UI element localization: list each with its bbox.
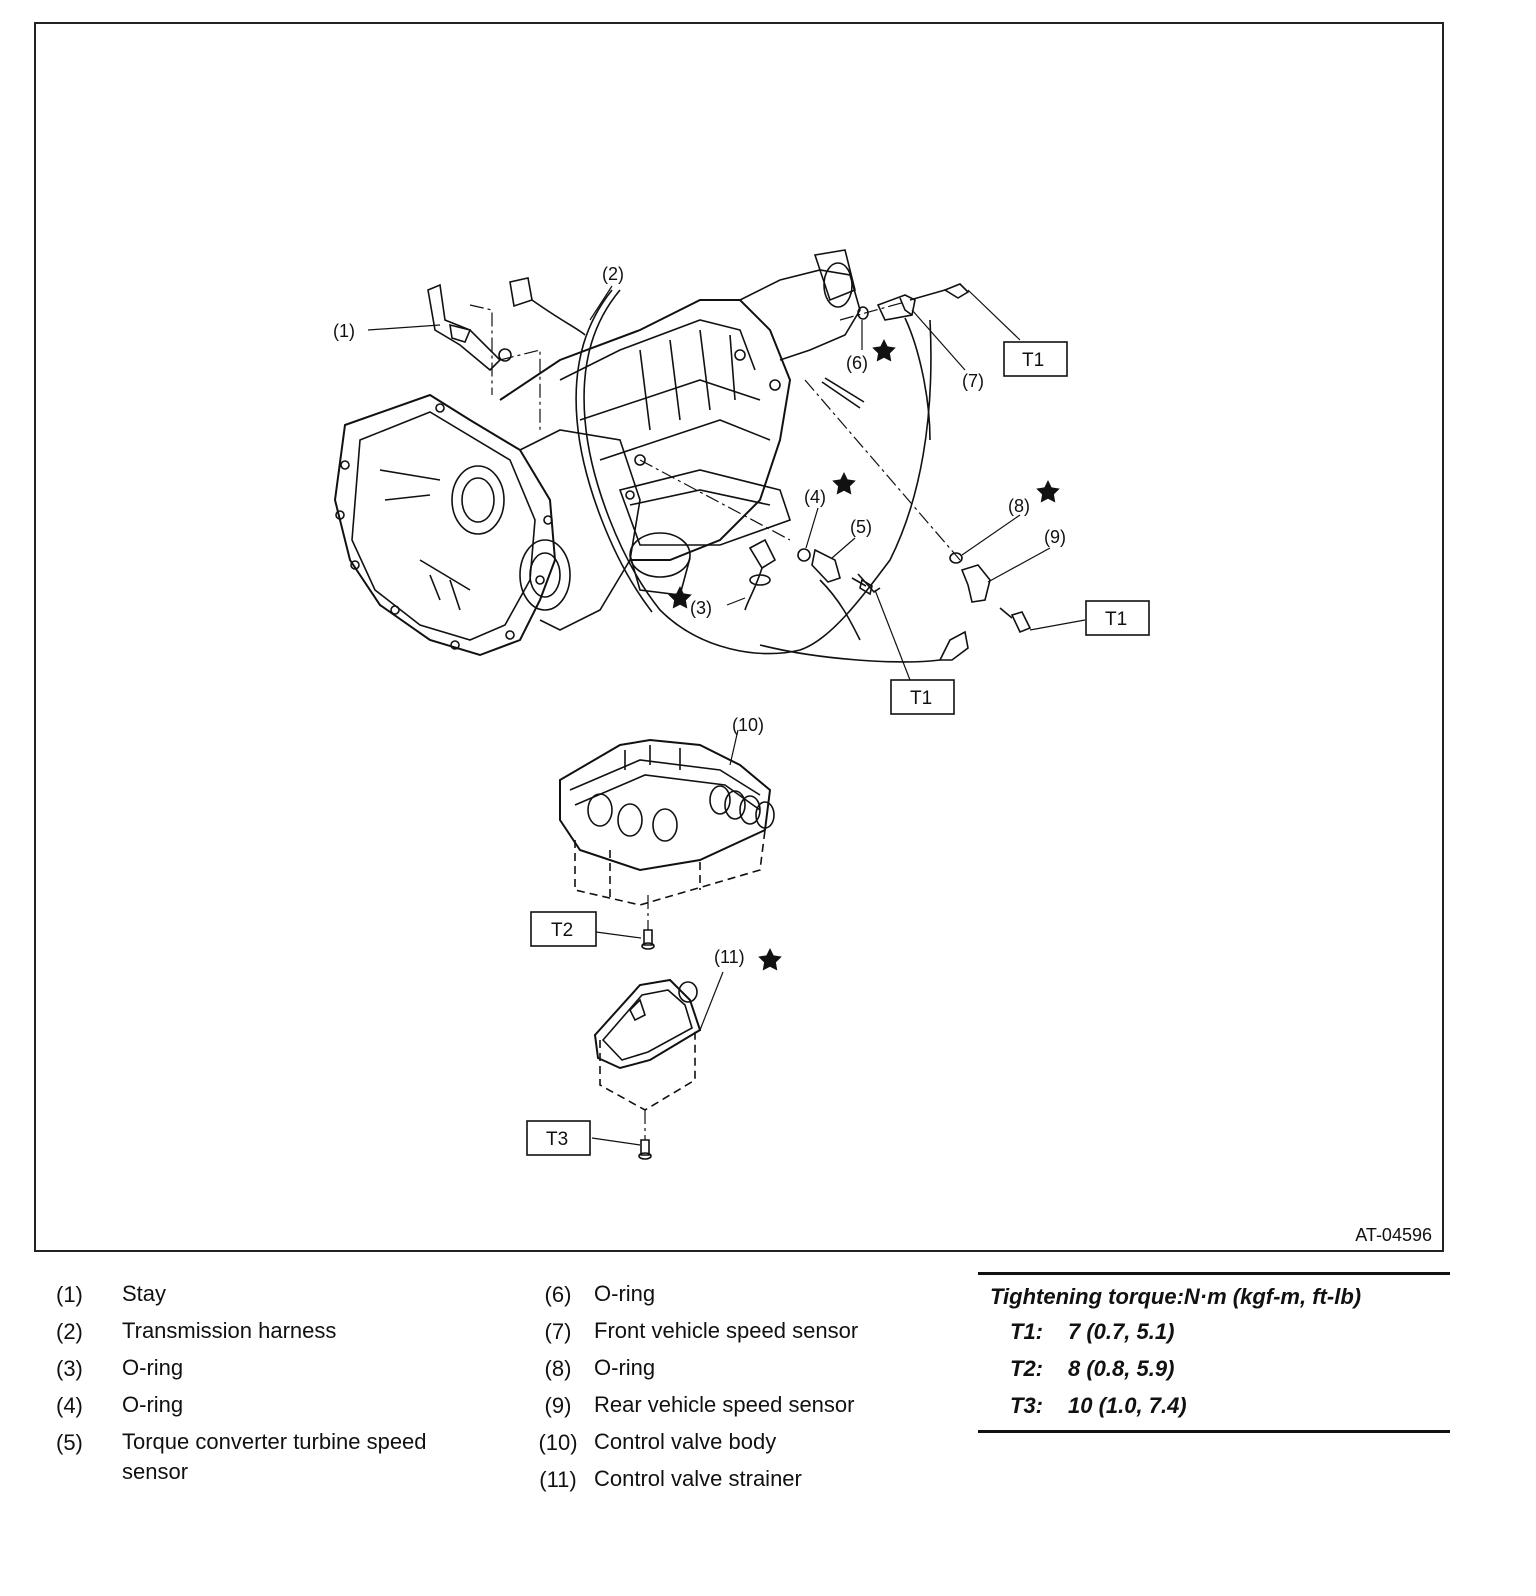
torque-box-t2: T2: [530, 911, 597, 947]
svg-text:T1: T1: [1022, 350, 1044, 371]
callout-2: (2): [602, 264, 624, 284]
torque-box-t1-right: T1: [1085, 600, 1150, 636]
legend-item: (8)O-ring: [544, 1355, 656, 1381]
turbine-sensor-part: [797, 548, 881, 596]
legend-item: (4)O-ring: [56, 1392, 184, 1418]
callout-labels: (1) (2) (3) (4) (5) (6) (7) (8) (9) (10)…: [333, 264, 1066, 967]
callout-4: (4): [804, 487, 826, 507]
legend-item: (1)Stay: [56, 1281, 167, 1307]
callout-10: (10): [732, 715, 764, 735]
star-icon: [832, 472, 856, 495]
callout-8: (8): [1008, 496, 1030, 516]
torque-box-t1-bottom: T1: [890, 679, 955, 715]
stay-part: [427, 283, 502, 372]
oring-3-part: [744, 538, 777, 611]
legend-item: (3)O-ring: [56, 1355, 184, 1381]
legend-item: (9)Rear vehicle speed sensor: [544, 1392, 855, 1418]
bolt-t2: [641, 929, 655, 950]
legend-item: (2)Transmission harness: [56, 1318, 337, 1344]
rear-speed-sensor-part: [949, 552, 1032, 634]
torque-table: Tightening torque:N·m (kgf-m, ft-lb) T1:…: [978, 1272, 1450, 1433]
legend-left: (1)Stay (2)Transmission harness (3)O-rin…: [56, 1276, 486, 1487]
callout-11: (11): [714, 947, 745, 967]
star-icon: [872, 339, 896, 362]
torque-row: T2:8 (0.8, 5.9): [1010, 1356, 1175, 1381]
legend-item: (11)Control valve strainer: [539, 1466, 802, 1492]
svg-text:T3: T3: [546, 1129, 568, 1150]
callout-3: (3): [690, 598, 712, 618]
diagram-frame: AT-04596: [34, 22, 1444, 1252]
legend-right: (6)O-ring (7)Front vehicle speed sensor …: [522, 1276, 942, 1498]
torque-box-t1-top: T1: [1003, 341, 1068, 377]
svg-text:T1: T1: [1105, 609, 1127, 630]
svg-text:T2: T2: [551, 920, 573, 941]
front-speed-sensor-part: [821, 283, 970, 441]
alignment-lines: [469, 301, 961, 1140]
callout-5: (5): [850, 517, 872, 537]
torque-row: T3:10 (1.0, 7.4): [1010, 1393, 1187, 1418]
figure-id: AT-04596: [1355, 1225, 1432, 1245]
torque-heading: Tightening torque:N·m (kgf-m, ft-lb): [990, 1284, 1362, 1309]
legend-item: (10)Control valve body: [538, 1429, 777, 1455]
control-valve-strainer: [593, 978, 702, 1111]
star-icon: [758, 948, 782, 971]
leader-lines: [367, 285, 1086, 1146]
exploded-diagram: (1) (2) (3) (4) (5) (6) (7) (8) (9) (10)…: [333, 249, 1150, 1160]
torque-box-t3: T3: [526, 1120, 591, 1156]
star-marks: [668, 339, 1060, 971]
legend-item: (6)O-ring: [544, 1281, 656, 1307]
callout-7: (7): [962, 371, 984, 391]
transmission-case: [333, 249, 861, 657]
callout-9: (9): [1044, 527, 1066, 547]
svg-text:T1: T1: [910, 688, 932, 709]
bolt-t3: [638, 1139, 652, 1160]
legend-item: (7)Front vehicle speed sensor: [544, 1318, 859, 1344]
star-icon: [1036, 480, 1060, 503]
callout-6: (6): [846, 353, 868, 373]
legend-item: (5)Torque converter turbine speed sensor: [56, 1429, 427, 1484]
torque-row: T1:7 (0.7, 5.1): [1010, 1319, 1175, 1344]
control-valve-body: [559, 738, 775, 906]
callout-1: (1): [333, 321, 355, 341]
transmission-harness: [509, 277, 969, 663]
star-icon: [668, 586, 692, 609]
